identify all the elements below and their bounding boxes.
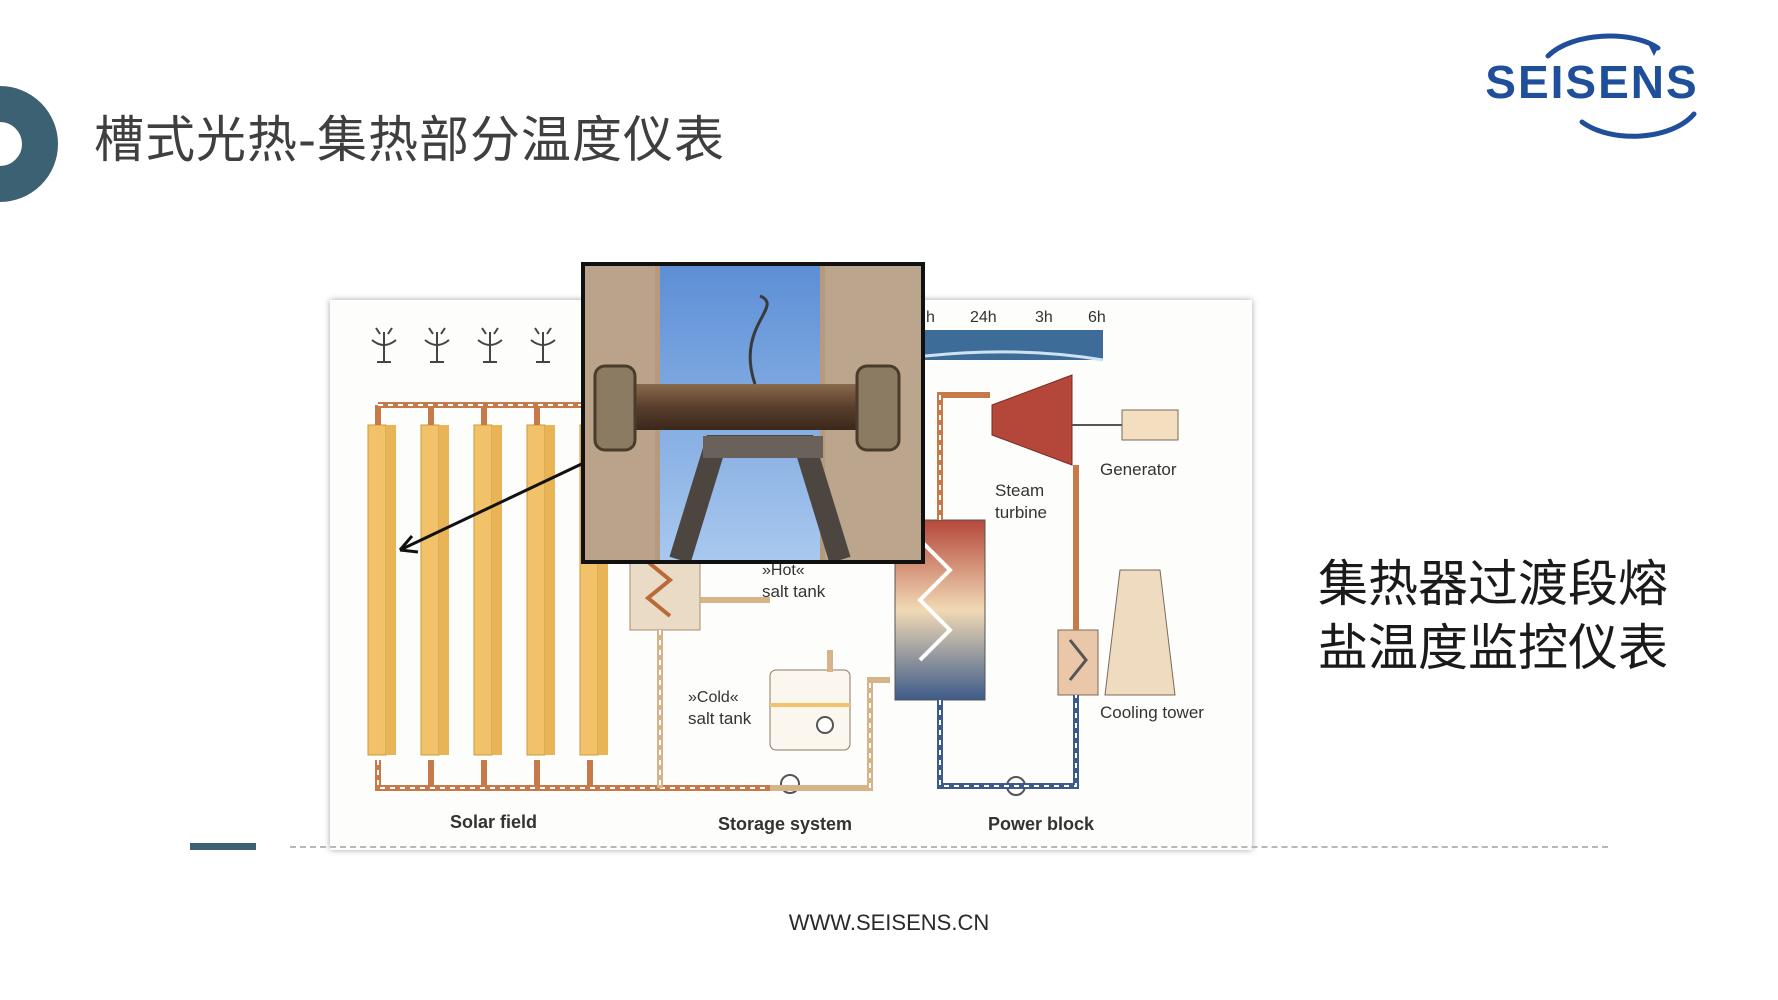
solar-collectors [367,424,608,756]
dashed-divider [290,846,1608,848]
cold-tank-label-2: salt tank [688,709,752,728]
timeline-label-4: 6h [1088,309,1106,326]
mirror-icons [371,327,556,363]
hot-tank-label-1: »Hot« [762,562,805,579]
timeline-label-1: h [926,309,935,326]
footer-url: WWW.SEISENS.CN [788,910,990,935]
timeline-label-3: 3h [1035,309,1053,326]
cold-tank-label-1: »Cold« [688,689,739,706]
accent-bar [190,843,256,850]
storage-system: »Hot« salt tank »Cold« salt tank [629,549,890,794]
storage-system-label: Storage system [718,814,852,834]
side-caption-line-2: 盐温度监控仪表 [1318,619,1668,677]
side-caption: 集热器过渡段熔 盐温度监控仪表 [1318,552,1668,680]
generator-label: Generator [1100,460,1177,479]
power-block: Generator Steam turbine Cooling tower [894,374,1204,796]
solar-field-label: Solar field [450,812,537,832]
logo-text: SEISENS [1485,56,1698,108]
slide-title: 槽式光热-集热部分温度仪表 [94,111,726,169]
steam-turbine-label-2: turbine [995,503,1047,522]
decorative-half-circle [0,86,58,202]
receiver-photo-inset [581,262,925,564]
side-caption-line-1: 集热器过渡段熔 [1318,555,1668,613]
company-logo: SEISENS [1462,26,1722,142]
storage-timeline: h 24h 3h 6h [924,309,1106,362]
steam-turbine-label-1: Steam [995,481,1044,500]
cooling-tower-label: Cooling tower [1100,703,1204,722]
timeline-label-2: 24h [970,309,997,326]
power-block-label: Power block [988,814,1095,834]
hot-tank-label-2: salt tank [762,582,826,601]
